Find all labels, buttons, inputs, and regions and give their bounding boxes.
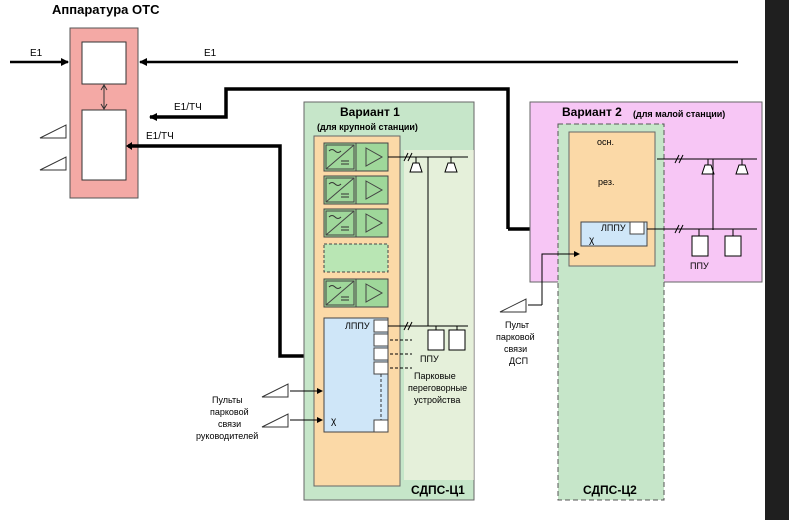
console-icon <box>261 383 289 398</box>
ppu-device-icon <box>427 329 445 351</box>
variant2-ppu-label: ППУ <box>690 261 709 271</box>
loudspeaker-icon <box>735 164 749 175</box>
converter-module <box>323 278 389 308</box>
converter-module <box>323 142 389 172</box>
lppu-port <box>373 361 389 375</box>
converter-module <box>323 175 389 205</box>
park-devices-line2: переговорные <box>408 383 467 393</box>
variant1-ppu-label: ППУ <box>420 354 439 364</box>
variant2-subtitle: (для малой станции) <box>633 109 725 119</box>
variant1-title: Вариант 1 <box>340 105 400 119</box>
variant1-lppu-label: ЛППУ <box>345 321 370 331</box>
lppu-port <box>373 319 389 333</box>
pult-dsp-line4: ДСП <box>509 356 528 366</box>
pults-line4: руководителей <box>196 431 258 441</box>
e1-top-label: E1 <box>204 48 217 59</box>
pults-line2: парковой <box>210 407 249 417</box>
console-icon <box>39 124 67 139</box>
otc-unit-top <box>81 41 127 85</box>
pult-dsp-line2: парковой <box>496 332 535 342</box>
console-icon <box>261 413 289 428</box>
variant1-system-label: СДПС-Ц1 <box>411 483 465 497</box>
variant1-chi-symbol: χ <box>331 416 337 427</box>
pults-line1: Пульты <box>212 395 243 405</box>
park-devices-line1: Парковые <box>414 371 456 381</box>
otc-unit-bottom <box>81 109 127 181</box>
ppu-device-icon <box>691 235 709 257</box>
right-edge-strip <box>765 0 789 520</box>
lppu-port <box>373 419 389 433</box>
park-devices-line3: устройства <box>414 395 460 405</box>
variant2-title: Вариант 2 <box>562 105 622 119</box>
loudspeaker-icon <box>444 162 458 173</box>
variant1-subtitle: (для крупной станции) <box>317 122 418 132</box>
e1-tch-upper-label: E1/ТЧ <box>174 102 202 113</box>
console-icon <box>39 156 67 171</box>
pult-dsp-line3: связи <box>504 344 527 354</box>
ppu-device-icon <box>448 329 466 351</box>
pult-dsp-line1: Пульт <box>505 320 529 330</box>
otc-title: Аппаратура ОТС <box>52 2 160 17</box>
lppu-port <box>373 333 389 347</box>
loudspeaker-icon <box>409 162 423 173</box>
lppu-port <box>629 221 645 235</box>
variant2-osn-label: осн. <box>597 137 614 147</box>
empty-module-slot <box>323 243 389 273</box>
e1-tch-upper-line <box>149 87 510 229</box>
e1-tch-lower-label: E1/ТЧ <box>146 131 174 142</box>
loudspeaker-icon <box>701 164 715 175</box>
variant2-chi-symbol: χ <box>589 235 595 246</box>
variant2-rez-label: рез. <box>598 177 614 187</box>
variant2-system-label: СДПС-Ц2 <box>583 483 637 497</box>
converter-module <box>323 208 389 238</box>
lppu-port <box>373 347 389 361</box>
pults-line3: связи <box>218 419 241 429</box>
e1-tch-lower-line <box>128 144 323 360</box>
console-icon <box>499 298 527 313</box>
variant2-lppu-label: ЛППУ <box>601 223 626 233</box>
e1-input-label: E1 <box>30 48 43 59</box>
ppu-device-icon <box>724 235 742 257</box>
